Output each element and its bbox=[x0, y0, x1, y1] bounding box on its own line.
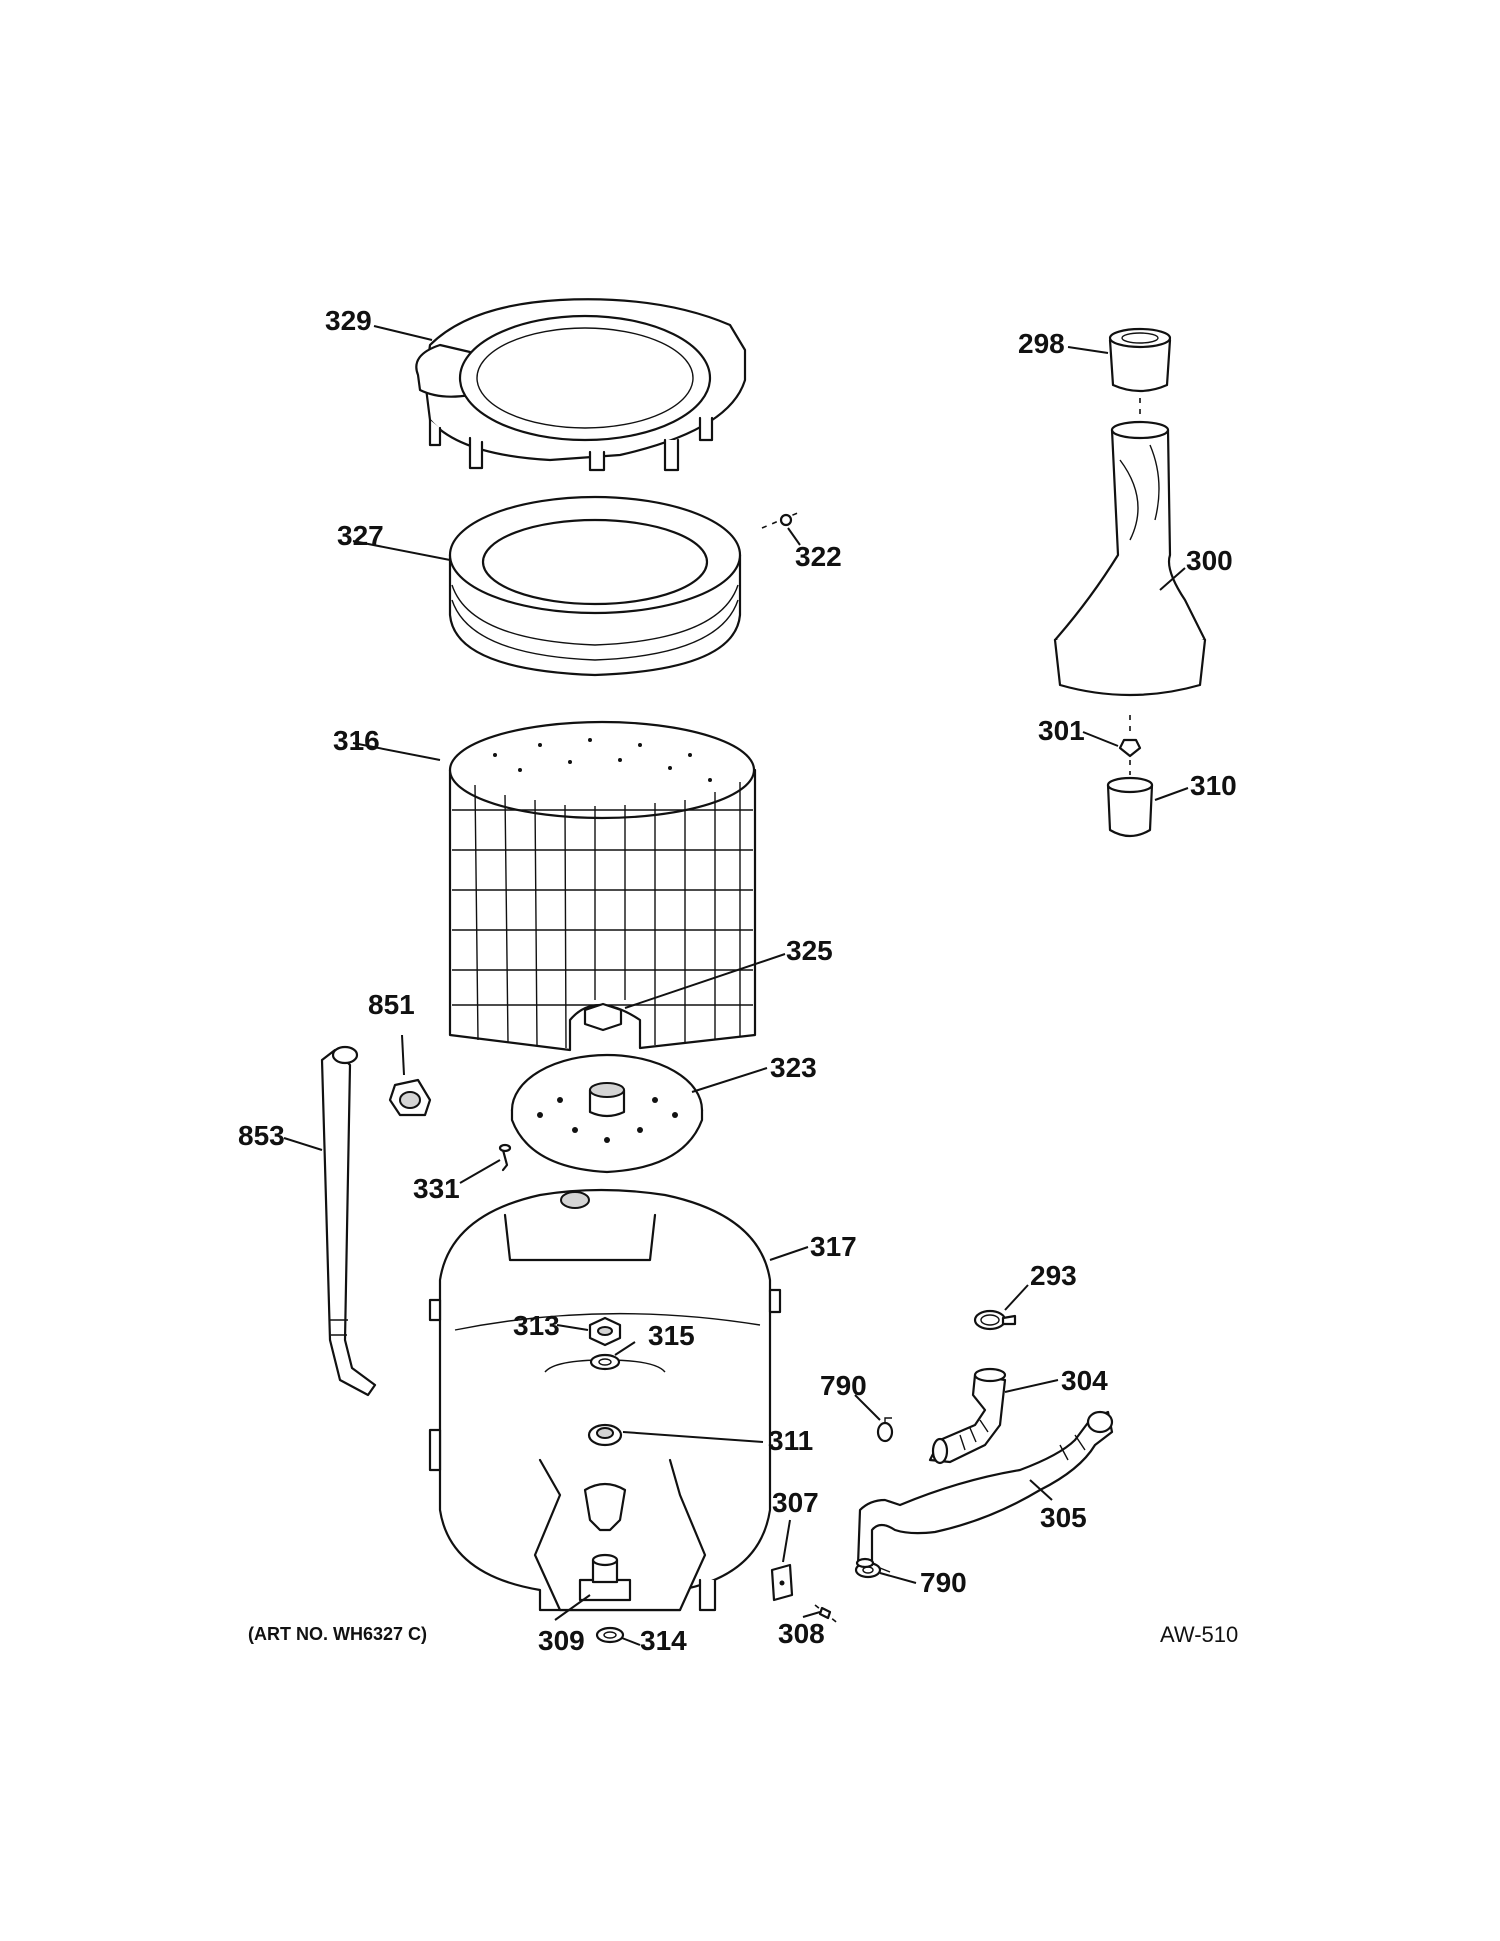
leader-lines bbox=[283, 325, 1189, 1646]
callout-301: 301 bbox=[1038, 715, 1085, 746]
callout-307: 307 bbox=[772, 1487, 819, 1518]
callout-309: 309 bbox=[538, 1625, 585, 1656]
callout-327: 327 bbox=[337, 520, 384, 551]
part-310-coupling bbox=[1106, 776, 1154, 838]
part-293-clamp bbox=[973, 1309, 1017, 1331]
part-304-drain-elbow bbox=[928, 1367, 1007, 1465]
part-315-washer bbox=[589, 1353, 621, 1371]
part-314-washer bbox=[595, 1626, 625, 1644]
callout-331: 331 bbox=[413, 1173, 460, 1204]
part-851-plug bbox=[388, 1078, 432, 1117]
part-307-bracket bbox=[770, 1563, 794, 1602]
part-323-hub-plate bbox=[510, 1053, 704, 1174]
callout-853: 853 bbox=[238, 1120, 285, 1151]
callout-305: 305 bbox=[1040, 1502, 1087, 1533]
part-317-outer-tub bbox=[428, 1188, 782, 1612]
diagram-code: AW-510 bbox=[1160, 1622, 1238, 1647]
callout-310: 310 bbox=[1190, 770, 1237, 801]
part-327-balance-ring bbox=[448, 495, 742, 677]
part-298-agitator-cap bbox=[1108, 327, 1172, 420]
part-308-screw bbox=[814, 1604, 841, 1626]
part-311-seal bbox=[587, 1423, 623, 1447]
callout-293: 293 bbox=[1030, 1260, 1077, 1291]
part-790-clamp-upper bbox=[876, 1417, 894, 1443]
callout-316: 316 bbox=[333, 725, 380, 756]
callout-329: 329 bbox=[325, 305, 372, 336]
callout-315: 315 bbox=[648, 1320, 695, 1351]
part-305-drain-hose bbox=[855, 1410, 1114, 1569]
callout-323: 323 bbox=[770, 1052, 817, 1083]
callout-851: 851 bbox=[368, 989, 415, 1020]
part-316-spin-basket bbox=[448, 720, 757, 1052]
part-322-screw bbox=[761, 511, 801, 529]
callout-317: 317 bbox=[810, 1231, 857, 1262]
callout-790-lower: 790 bbox=[920, 1567, 967, 1598]
part-331-screw bbox=[498, 1143, 512, 1172]
callout-790-upper: 790 bbox=[820, 1370, 867, 1401]
callout-325: 325 bbox=[786, 935, 833, 966]
callout-304: 304 bbox=[1061, 1365, 1108, 1396]
part-300-agitator bbox=[1053, 420, 1207, 735]
part-853-tube bbox=[320, 1045, 377, 1397]
callout-labels: 329 327 322 316 298 300 301 310 325 851 … bbox=[238, 305, 1237, 1656]
callout-322: 322 bbox=[795, 541, 842, 572]
callout-298: 298 bbox=[1018, 328, 1065, 359]
part-329-tub-cover bbox=[415, 298, 747, 472]
callout-311: 311 bbox=[768, 1425, 813, 1456]
part-309-drain-fitting bbox=[578, 1553, 632, 1602]
part-313-nut bbox=[588, 1316, 622, 1347]
callout-308: 308 bbox=[778, 1618, 825, 1649]
callout-314: 314 bbox=[640, 1625, 687, 1656]
callout-300: 300 bbox=[1186, 545, 1233, 576]
art-number: (ART NO. WH6327 C) bbox=[248, 1624, 427, 1644]
callout-313: 313 bbox=[513, 1310, 560, 1341]
part-301-nut bbox=[1118, 738, 1142, 775]
